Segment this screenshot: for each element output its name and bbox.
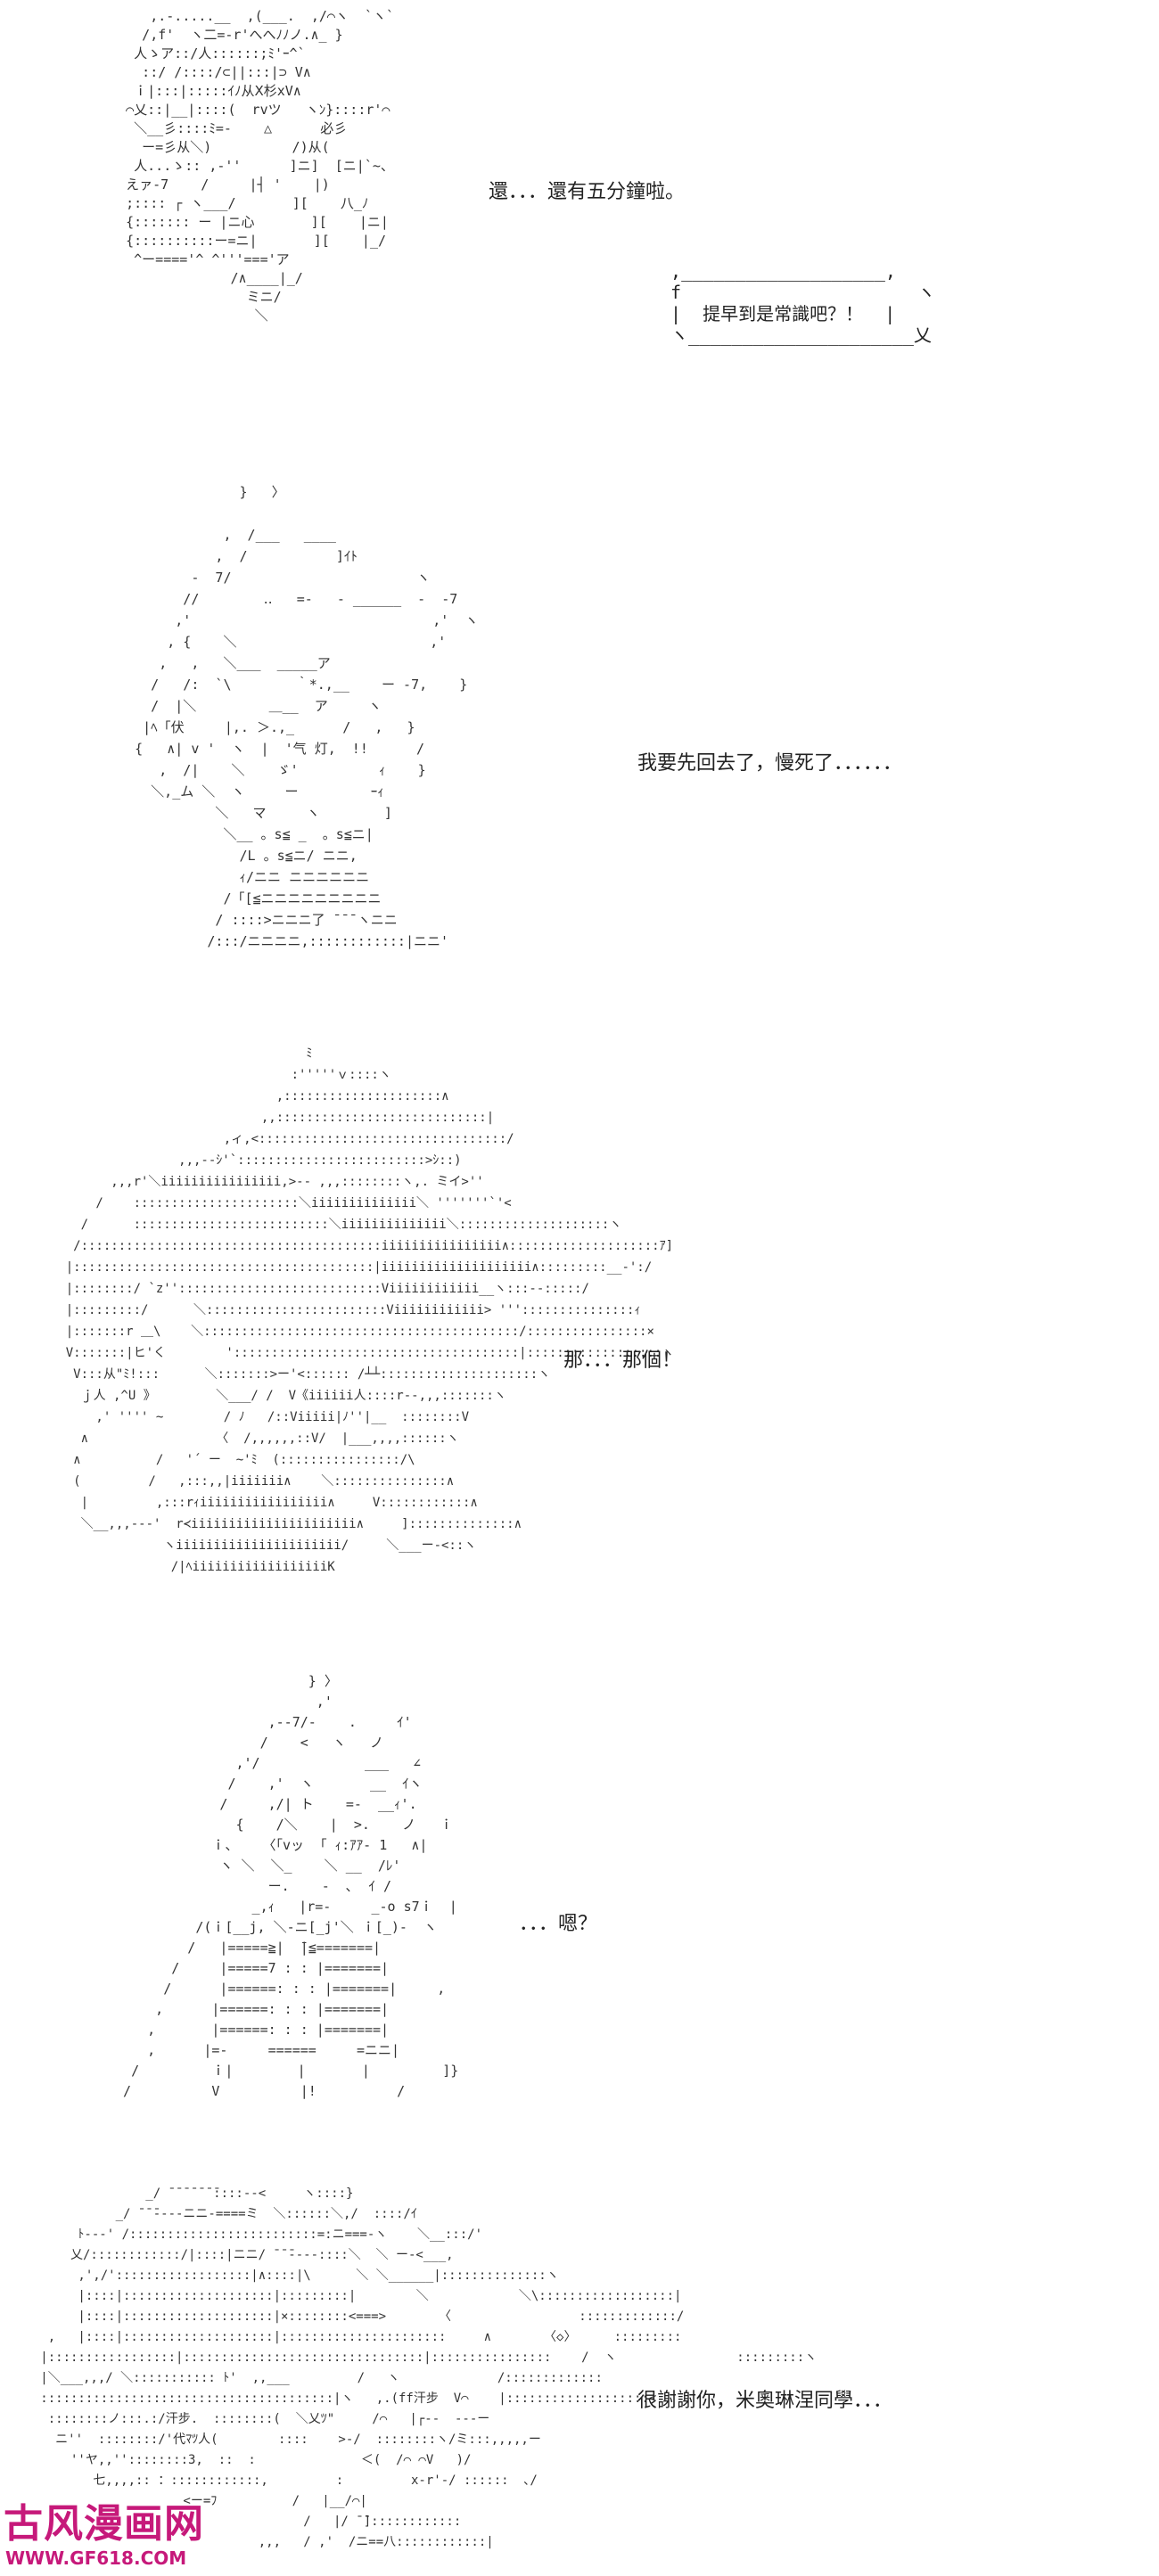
panel-5-ascii-art: _/ ̄ ̄ ̄ ̄ ̄ ̄ ̄::::--< ヽ::::} _/ ̄ ̄ ̄-… (40, 2186, 818, 2549)
watermark-title: 古风漫画网 (4, 2501, 204, 2547)
watermark-url: WWW.GF618.COM (5, 2547, 187, 2569)
panel-4-dialog: ．．．嗯？ (519, 1913, 598, 1935)
panel-2: } 〉 , /___ ____ , / ]ｲﾄ - 7/ ヽ // ‥ =- -… (0, 472, 1159, 1025)
panel-2-ascii-art: } 〉 , /___ ____ , / ]ｲﾄ - 7/ ヽ // ‥ =- -… (135, 484, 479, 949)
panel-1-speech-bubble: ,___________________, f ヽ | 提早到是常識吧？！ | … (670, 260, 935, 346)
panel-1-ascii-art: ,.-.....__ ,(___. ,/⌒ヽ `ヽ` /,f' ヽ二=-r'へへ… (126, 8, 395, 324)
panel-1: ,.-.....__ ,(___. ,/⌒ヽ `ヽ` /,f' ヽ二=-r'へへ… (0, 0, 1159, 464)
panel-5: _/ ̄ ̄ ̄ ̄ ̄ ̄ ̄::::--< ヽ::::} _/ ̄ ̄ ̄-… (0, 2184, 1159, 2576)
panel-3-dialog: 那．．．那個！ (563, 1350, 682, 1372)
panel-1-dialog: 還．．．還有五分鐘啦。 (489, 181, 686, 203)
panel-4-ascii-art: } 〉 ,' ,--7/- . ｲ' / < ヽ ノ ,'/ ___ ∠ / ,… (123, 1673, 459, 2099)
panel-3: ﾐ :'''''ｖ::::ヽ ,:::::::::::::::::::::∧ ,… (0, 1043, 1159, 1640)
site-watermark-logo: 古风漫画网 WWW.GF618.COM (0, 2501, 205, 2572)
panel-3-ascii-art: ﾐ :'''''ｖ::::ヽ ,:::::::::::::::::::::∧ ,… (65, 1046, 675, 1574)
panel-5-dialog: 很謝謝你，米奧琳涅同學．．． (637, 2390, 893, 2412)
panel-4: } 〉 ,' ,--7/- . ｲ' / < ヽ ノ ,'/ ___ ∠ / ,… (0, 1671, 1159, 2170)
panel-2-dialog: 我要先回去了，慢死了．．．．．． (637, 752, 903, 775)
